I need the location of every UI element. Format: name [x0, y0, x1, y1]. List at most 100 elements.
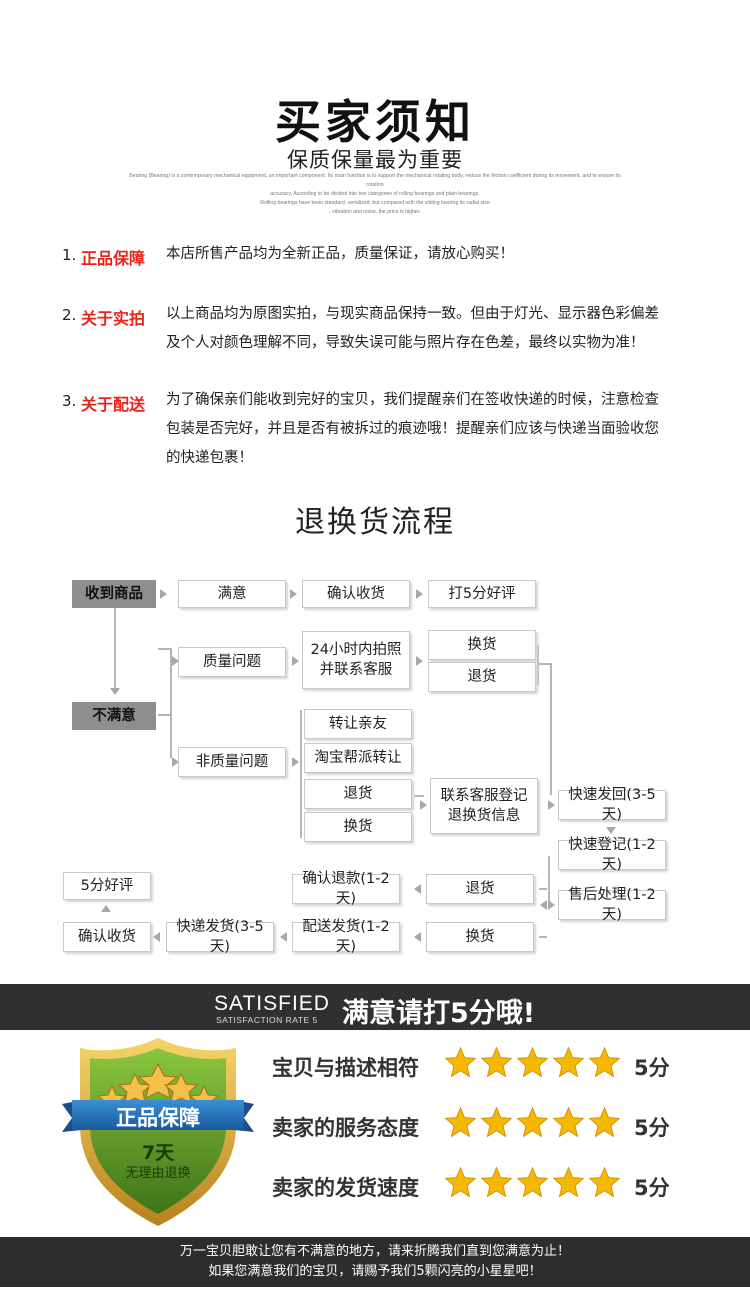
banner-en-subtitle: SATISFACTION RATE 5	[216, 1015, 318, 1025]
flow-non-quality-issue: 非质量问题	[178, 747, 286, 777]
arrow-right-icon	[548, 800, 555, 810]
arrow-up-icon	[101, 905, 111, 912]
rating-row: 宝贝与描述相符 5分	[272, 1046, 692, 1086]
guarantee-badge: 正品保障 7天 无理由退换	[58, 1034, 258, 1230]
notice-number: 1.	[62, 246, 77, 264]
notice-number: 3.	[62, 392, 77, 410]
notice-line: 为了确保亲们能收到完好的宝贝，我们提醒亲们在签收快递的时候，注意检查	[166, 392, 659, 408]
star-icon	[516, 1046, 549, 1078]
flow-taobao-resale: 淘宝帮派转让	[304, 743, 412, 773]
flow-title: 退换货流程	[295, 505, 455, 540]
star-icon	[516, 1106, 549, 1138]
notice-text: 本店所售产品均为全新正品，质量保证，请放心购买！	[166, 240, 686, 269]
connector-line	[300, 710, 302, 838]
flow-register-info: 联系客服登记 退换货信息	[430, 778, 538, 834]
badge-title: 正品保障	[116, 1106, 200, 1130]
flow-photo-contact: 24小时内拍照 并联系客服	[302, 631, 410, 689]
fine-print-line: accuracy. According to be divided into t…	[270, 191, 480, 197]
star-icon	[516, 1166, 549, 1198]
flow-quality-issue: 质量问题	[178, 647, 286, 677]
rating-score: 5分	[634, 1176, 670, 1200]
notice-label: 正品保障	[81, 249, 146, 268]
star-icon	[444, 1046, 477, 1078]
flow-refund-2: 退货	[304, 779, 412, 809]
flow-quick-register: 快速登记(1-2天)	[558, 837, 666, 873]
flow-received: 收到商品	[72, 580, 156, 608]
star-icon	[552, 1046, 585, 1078]
rating-label: 卖家的发货速度	[272, 1176, 419, 1200]
star-icon	[444, 1106, 477, 1138]
flow-register-info-line: 退换货信息	[447, 808, 521, 824]
arrow-right-icon	[416, 656, 423, 666]
star-icon	[444, 1166, 477, 1198]
arrow-left-icon	[414, 884, 421, 894]
footer-line: 如果您满意我们的宝贝，请赐予我们5颗闪亮的小星星吧！	[208, 1264, 542, 1279]
flow-confirm-refund: 确认退款(1-2天)	[292, 871, 400, 907]
flow-satisfied: 满意	[178, 580, 286, 608]
connector-line	[114, 608, 116, 688]
flow-refund: 退货	[428, 662, 536, 692]
arrow-right-icon	[172, 757, 179, 767]
flow-exchange: 换货	[428, 630, 536, 660]
rating-label: 宝贝与描述相符	[272, 1056, 419, 1080]
arrow-right-icon	[292, 757, 299, 767]
rating-stars	[444, 1166, 621, 1199]
connector-line	[539, 888, 547, 890]
star-icon	[480, 1166, 513, 1198]
flow-express-return: 快速发回(3-5天)	[558, 787, 666, 823]
connector-line	[548, 856, 550, 906]
connector-line	[414, 795, 424, 797]
flow-confirm-receipt: 确认收货	[302, 580, 410, 608]
arrow-down-icon	[606, 827, 616, 834]
notice-line: 本店所售产品均为全新正品，质量保证，请放心购买！	[166, 246, 514, 262]
rating-score: 5分	[634, 1116, 670, 1140]
footer-banner: 万一宝贝胆敢让您有不满意的地方，请来折腾我们直到您满意为止！ 如果您满意我们的宝…	[0, 1237, 750, 1287]
footer-line: 万一宝贝胆敢让您有不满意的地方，请来折腾我们直到您满意为止！	[179, 1244, 570, 1259]
shield-icon	[62, 1038, 254, 1226]
arrow-right-icon	[548, 900, 555, 910]
rating-row: 卖家的发货速度 5分	[272, 1166, 692, 1206]
rating-label: 卖家的服务态度	[272, 1116, 419, 1140]
connector-line	[170, 648, 172, 758]
page-title: 买家须知	[275, 95, 475, 149]
flow-photo-contact-line: 并联系客服	[319, 662, 393, 678]
star-icon	[588, 1166, 621, 1198]
star-icon	[480, 1106, 513, 1138]
arrow-left-icon	[153, 932, 160, 942]
flow-five-star: 打5分好评	[428, 580, 536, 608]
connector-line	[550, 663, 552, 795]
connector-line	[158, 648, 170, 650]
flow-five-star-2: 5分好评	[63, 872, 151, 900]
badge-days: 7天	[141, 1142, 175, 1164]
arrow-down-icon	[110, 688, 120, 695]
connector-line	[537, 645, 539, 685]
connector-line	[539, 936, 547, 938]
flow-express-ship: 快递发货(3-5天)	[166, 919, 274, 955]
rating-score: 5分	[634, 1056, 670, 1080]
arrow-right-icon	[420, 800, 427, 810]
fine-print-line: , vibration and noise, the price is high…	[329, 209, 421, 215]
flow-exchange-3: 换货	[426, 922, 534, 952]
fine-print-line: Bearing (Bearing) is a contemporary mech…	[129, 173, 621, 188]
arrow-right-icon	[290, 589, 297, 599]
notice-label: 关于实拍	[81, 309, 146, 328]
connector-line	[539, 663, 551, 665]
rating-row: 卖家的服务态度 5分	[272, 1106, 692, 1146]
notice-line: 及个人对颜色理解不同，导致失误可能与照片存在色差，最终以实物为准！	[166, 335, 645, 351]
star-icon	[552, 1106, 585, 1138]
star-icon	[480, 1046, 513, 1078]
rating-stars	[444, 1106, 621, 1139]
notice-number: 2.	[62, 306, 77, 324]
fine-print: Bearing (Bearing) is a contemporary mech…	[120, 172, 630, 217]
satisfaction-banner: SATISFIED SATISFACTION RATE 5 满意请打5分哦!	[0, 984, 750, 1030]
fine-print-line: Rolling bearings have been standard, ser…	[260, 200, 490, 206]
flow-unsatisfied: 不满意	[72, 702, 156, 730]
flow-register-info-line: 联系客服登记	[440, 788, 528, 804]
star-icon	[588, 1046, 621, 1078]
arrow-left-icon	[280, 932, 287, 942]
notice-text: 为了确保亲们能收到完好的宝贝，我们提醒亲们在签收快递的时候，注意检查 包装是否完…	[166, 386, 686, 473]
flow-photo-contact-line: 24小时内拍照	[310, 642, 402, 658]
flow-refund-3: 退货	[426, 874, 534, 904]
flow-ship-out: 配送发货(1-2天)	[292, 919, 400, 955]
star-icon	[588, 1106, 621, 1138]
